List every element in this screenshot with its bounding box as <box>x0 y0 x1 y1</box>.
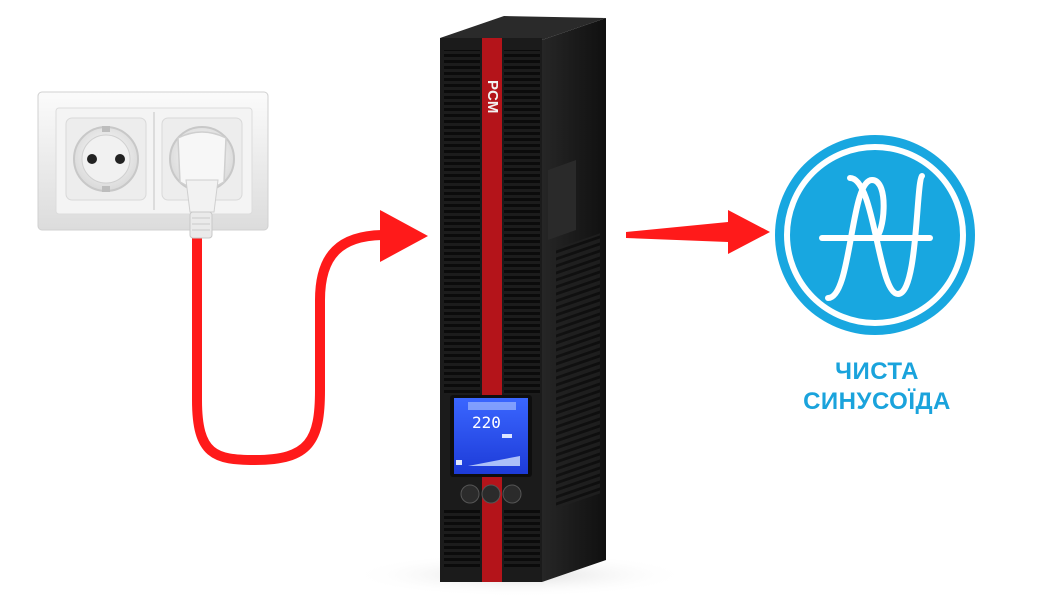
plug-icon <box>177 131 227 239</box>
ups-device: PCM 220 <box>440 16 606 582</box>
ups-control-buttons <box>460 484 522 504</box>
lcd-voltage-readout: 220 <box>472 413 501 432</box>
caption-line-2: СИНУСОЇДА <box>803 388 951 415</box>
pure-sine-caption: ЧИСТА СИНУСОЇДА <box>772 357 982 417</box>
arrow-right-icon <box>380 210 428 262</box>
arrow-right-icon <box>626 210 770 254</box>
caption-line-1: ЧИСТА <box>835 358 919 385</box>
wall-outlet-icon <box>37 91 269 231</box>
brand-logo: PCM <box>484 80 501 113</box>
power-cable <box>192 230 390 466</box>
sine-wave-icon <box>775 135 975 335</box>
